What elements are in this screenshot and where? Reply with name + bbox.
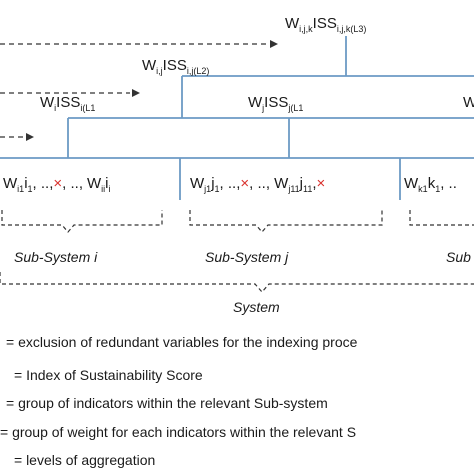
arrow-heads <box>26 40 278 141</box>
level-arrows <box>0 43 268 138</box>
subsystem-label-i: Sub-System i <box>14 249 98 265</box>
subsystem-brackets <box>1 210 474 233</box>
arrow-head-l1 <box>26 133 34 141</box>
label-l1-j: WjISSj(L1 <box>248 94 303 113</box>
subsystem-label-k: Sub <box>446 249 471 265</box>
group-j-text: Wj1j1, ..,×, .., Wj11j11,× <box>190 175 325 194</box>
bracket-i <box>1 210 163 233</box>
bracket-k <box>409 210 474 226</box>
label-l1-i: WiISSi(L1 <box>40 94 95 113</box>
tree-lines <box>0 36 474 200</box>
label-l1-k: W <box>463 94 474 111</box>
label-l2: Wi,jISSi,j(L2) <box>142 57 209 76</box>
subsystem-label-j: Sub-System j <box>205 249 289 265</box>
legend: = exclusion of redundant variables for t… <box>0 334 358 468</box>
arrow-head-l3 <box>270 40 278 48</box>
legend-item-4: = group of weight for each indicators wi… <box>0 424 356 440</box>
legend-item-5: = levels of aggregation <box>14 452 155 468</box>
legend-item-3: = group of indicators within the relevan… <box>6 395 328 411</box>
group-i-text: Wi1i1, ..,×, ..,Wiiii <box>3 175 111 194</box>
legend-item-1: = exclusion of redundant variables for t… <box>6 334 358 350</box>
label-l3: Wi,j,kISSi,j,k(L3) <box>285 15 366 34</box>
legend-item-2: = Index of Sustainability Score <box>14 367 203 383</box>
arrow-head-l2 <box>132 89 140 97</box>
system-label: System <box>233 299 280 315</box>
system-bracket <box>0 272 474 293</box>
bracket-j <box>189 210 383 233</box>
group-k-text: Wk1k1, .. <box>404 175 457 194</box>
